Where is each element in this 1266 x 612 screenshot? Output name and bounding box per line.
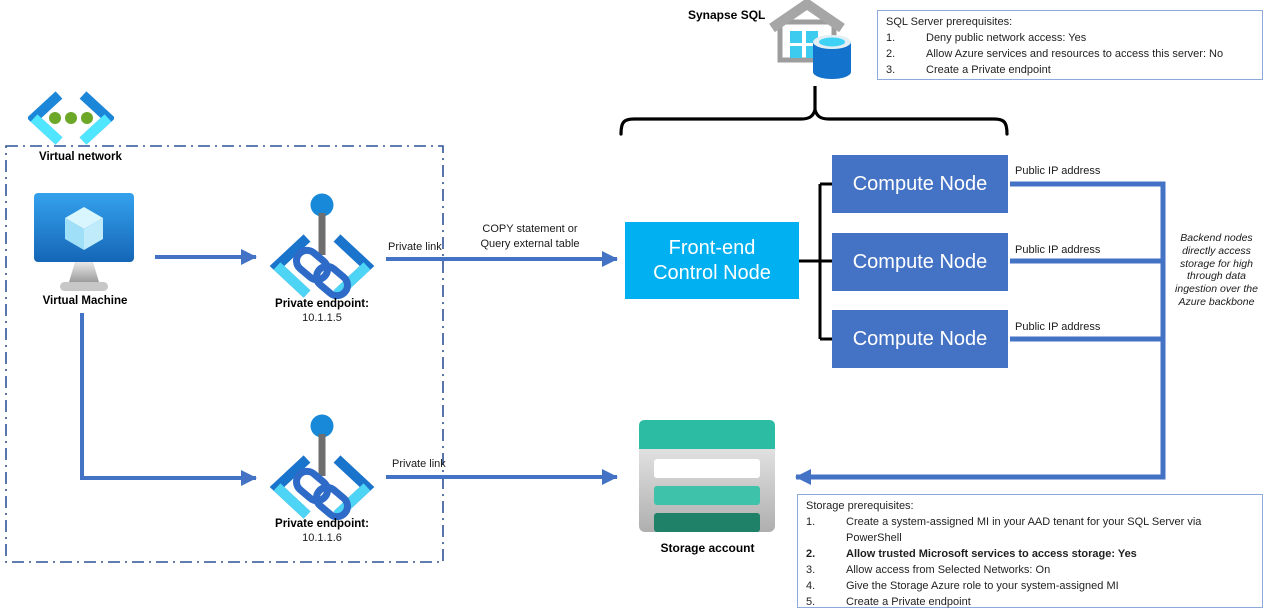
front-end-control-node: Front-end Control Node bbox=[625, 222, 799, 299]
storage-row-1 bbox=[654, 459, 760, 478]
item-text: Create a system-assigned MI in your AAD … bbox=[846, 516, 1202, 544]
storage-row-3 bbox=[654, 513, 760, 532]
private-endpoint-1-label: Private endpoint: bbox=[275, 298, 369, 310]
item-text: Allow Azure services and resources to ac… bbox=[926, 48, 1224, 60]
copy-statement-line2: Query external table bbox=[480, 238, 580, 250]
public-ip-label-3: Public IP address bbox=[1015, 321, 1101, 333]
private-endpoint-icon-1 bbox=[269, 193, 375, 300]
storage-header bbox=[639, 420, 775, 449]
virtual-network-label: Virtual network bbox=[39, 151, 122, 163]
item-text: Create a Private endpoint bbox=[846, 596, 971, 608]
list-item: 3. Create a Private endpoint bbox=[886, 62, 1256, 78]
private-link-label-2: Private link bbox=[392, 458, 446, 470]
item-number: 2. bbox=[886, 48, 896, 60]
storage-account-label: Storage account bbox=[660, 541, 755, 555]
compute-backbone-links bbox=[1010, 258, 1161, 342]
list-item: 1. Deny public network access: Yes bbox=[886, 30, 1256, 46]
front-end-line1: Front-end bbox=[668, 236, 756, 259]
item-number: 3. bbox=[806, 564, 816, 576]
virtual-network-icon bbox=[28, 91, 114, 145]
private-endpoint-1-ip: 10.1.1.5 bbox=[302, 312, 342, 324]
vm-stand bbox=[69, 262, 99, 282]
compute-node-3: Compute Node bbox=[832, 310, 1008, 368]
item-number: 5. bbox=[806, 596, 816, 608]
database-cylinder-icon bbox=[813, 35, 851, 79]
list-item: 3. Allow access from Selected Networks: … bbox=[806, 562, 1256, 578]
sql-prerequisites-box: SQL Server prerequisites: 1. Deny public… bbox=[877, 10, 1263, 80]
vnet-dots bbox=[49, 112, 93, 124]
compute-node-2: Compute Node bbox=[832, 233, 1008, 291]
private-endpoint-2-label: Private endpoint: bbox=[275, 518, 369, 530]
storage-row-2 bbox=[654, 486, 760, 505]
item-number: 4. bbox=[806, 580, 816, 592]
item-number: 1. bbox=[886, 32, 896, 44]
synapse-sql-label: Synapse SQL bbox=[688, 8, 766, 22]
warehouse-roof bbox=[769, 0, 845, 33]
copy-statement-label: COPY statement or Query external table bbox=[445, 222, 615, 252]
item-text: Allow trusted Microsoft services to acce… bbox=[846, 548, 1137, 560]
list-item: 4. Give the Storage Azure role to your s… bbox=[806, 578, 1256, 594]
item-text: Give the Storage Azure role to your syst… bbox=[846, 580, 1119, 592]
vm-cube bbox=[65, 207, 103, 250]
storage-prerequisites-title: Storage prerequisites: bbox=[806, 500, 914, 512]
backend-note: Backend nodes directly access storage fo… bbox=[1175, 232, 1258, 308]
private-link-label-1: Private link bbox=[388, 241, 442, 253]
arrow-vm-to-endpoint2 bbox=[80, 313, 257, 486]
brace bbox=[619, 104, 1009, 136]
front-end-line2: Control Node bbox=[653, 261, 771, 284]
item-number: 1. bbox=[806, 516, 816, 528]
item-number: 3. bbox=[886, 64, 896, 76]
item-text: Allow access from Selected Networks: On bbox=[846, 564, 1051, 576]
frontend-compute-connectors bbox=[799, 182, 832, 341]
chain-link-icon bbox=[293, 246, 351, 300]
storage-account-icon bbox=[639, 420, 775, 532]
list-item: 2. Allow Azure services and resources to… bbox=[886, 46, 1256, 62]
compute-node-1: Compute Node bbox=[832, 155, 1008, 213]
private-endpoint-2-ip: 10.1.1.6 bbox=[302, 532, 342, 544]
public-ip-label-2: Public IP address bbox=[1015, 244, 1101, 256]
storage-prerequisites-box: Storage prerequisites: 1. Create a syste… bbox=[797, 494, 1263, 608]
public-ip-label-1: Public IP address bbox=[1015, 165, 1101, 177]
vm-base bbox=[60, 282, 108, 291]
list-item: 2. Allow trusted Microsoft services to a… bbox=[806, 546, 1256, 562]
sql-prerequisites-title: SQL Server prerequisites: bbox=[886, 16, 1013, 28]
virtual-machine-label: Virtual Machine bbox=[42, 295, 128, 307]
virtual-machine-icon bbox=[34, 193, 134, 291]
list-item: 1. Create a system-assigned MI in your A… bbox=[806, 514, 1256, 546]
item-number: 2. bbox=[806, 548, 816, 560]
chain-link-icon bbox=[293, 467, 351, 521]
private-endpoint-icon-2 bbox=[269, 414, 375, 521]
item-text: Create a Private endpoint bbox=[926, 64, 1051, 76]
synapse-sql-icon bbox=[769, 0, 851, 79]
item-text: Deny public network access: Yes bbox=[926, 32, 1087, 44]
copy-statement-line1: COPY statement or bbox=[482, 223, 578, 235]
arrow-backend-to-storage bbox=[795, 181, 1166, 485]
list-item: 5. Create a Private endpoint bbox=[806, 594, 1256, 610]
virtual-network-boundary bbox=[5, 145, 444, 563]
